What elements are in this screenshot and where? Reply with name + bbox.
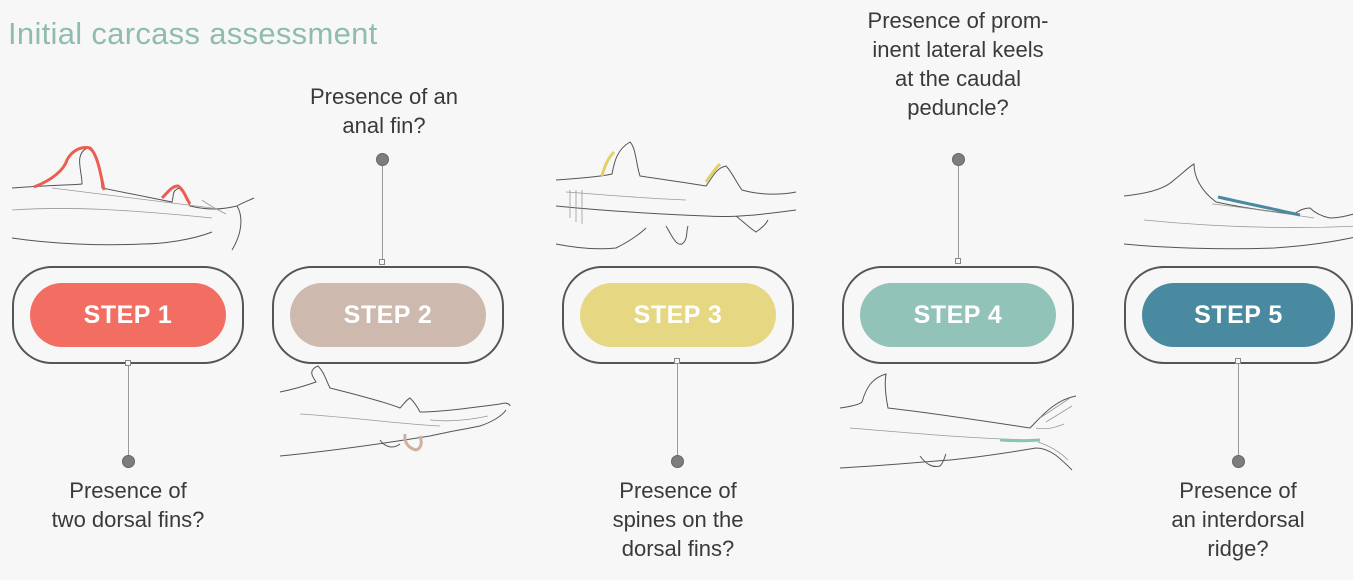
shark-anal-fin-illustration	[279, 365, 511, 457]
step-2-frame[interactable]: STEP 2	[272, 266, 504, 364]
step-1-frame[interactable]: STEP 1	[12, 266, 244, 364]
step-4-pill[interactable]: STEP 4	[860, 283, 1056, 347]
connector-line	[128, 366, 129, 456]
connector-line	[958, 166, 959, 258]
step-3-frame[interactable]: STEP 3	[562, 266, 794, 364]
connector-node	[125, 360, 131, 366]
shark-dorsal-fins-illustration	[11, 146, 255, 251]
step-1-pill[interactable]: STEP 1	[30, 283, 226, 347]
connector-line	[382, 166, 383, 259]
connector-dot	[1232, 455, 1245, 468]
connector-node	[674, 358, 680, 364]
step-4-frame[interactable]: STEP 4	[842, 266, 1074, 364]
connector-line	[677, 364, 678, 456]
page-title: Initial carcass assessment	[8, 16, 378, 51]
connector-dot	[952, 153, 965, 166]
shark-interdorsal-ridge-illustration	[1123, 163, 1353, 250]
connector-node	[379, 259, 385, 265]
step-4-question: Presence of prom- inent lateral keels at…	[867, 8, 1049, 120]
shark-fin-spines-illustration	[555, 141, 797, 250]
step-5-question: Presence of an interdorsal ridge?	[1171, 478, 1305, 561]
connector-line	[1238, 364, 1239, 456]
connector-node	[1235, 358, 1241, 364]
step-3-question: Presence of spines on the dorsal fins?	[612, 478, 744, 561]
step-2-pill[interactable]: STEP 2	[290, 283, 486, 347]
step-5-frame[interactable]: STEP 5	[1124, 266, 1353, 364]
connector-node	[955, 258, 961, 264]
step-1-question: Presence of two dorsal fins?	[51, 478, 205, 532]
step-5-pill[interactable]: STEP 5	[1142, 283, 1335, 347]
step-2-question: Presence of an anal fin?	[310, 84, 458, 138]
step-3-pill[interactable]: STEP 3	[580, 283, 776, 347]
connector-dot	[376, 153, 389, 166]
connector-dot	[122, 455, 135, 468]
shark-caudal-keel-illustration	[839, 373, 1077, 471]
connector-dot	[671, 455, 684, 468]
